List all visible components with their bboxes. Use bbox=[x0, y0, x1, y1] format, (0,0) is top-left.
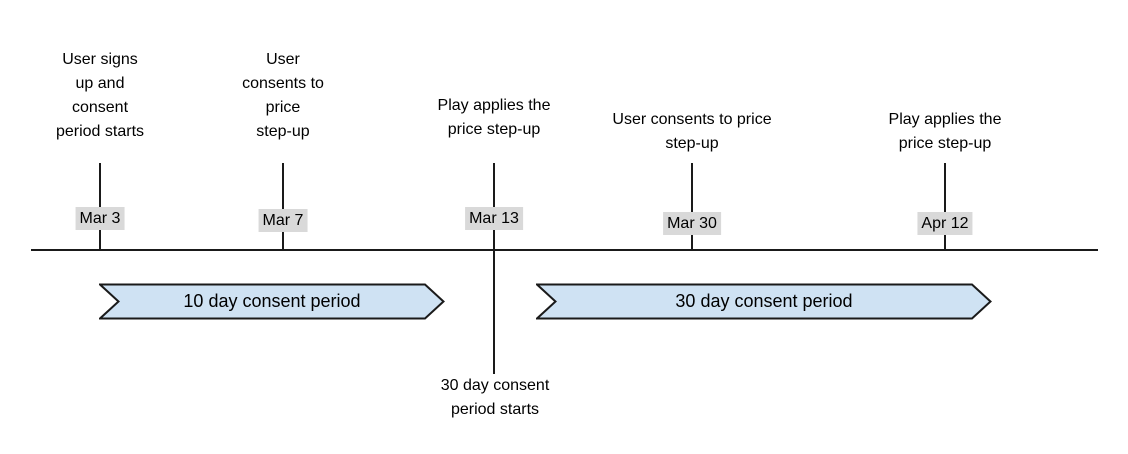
event-date-label: Apr 12 bbox=[917, 212, 973, 235]
annotation-line: 30 day consent bbox=[440, 377, 550, 394]
consent-period-banner-30-day bbox=[536, 283, 992, 320]
event-description-line: consents to bbox=[242, 75, 324, 92]
consent-start-annotation: 30 day consent period starts bbox=[441, 374, 550, 422]
timeline-axis bbox=[31, 249, 1098, 251]
event-date-label: Mar 13 bbox=[465, 207, 523, 230]
event-description-line: period starts bbox=[55, 123, 145, 140]
event-tick-line bbox=[282, 163, 284, 250]
event-description-line: step-up bbox=[665, 135, 719, 152]
event-description-line: price step-up bbox=[898, 135, 992, 152]
event-date-label: Mar 7 bbox=[258, 209, 308, 232]
event-description: Play applies the price step-up bbox=[889, 108, 1002, 156]
event-description-line: consent bbox=[71, 99, 129, 116]
event-description-line: Play applies the bbox=[888, 111, 1002, 128]
banner-arrow-shape bbox=[99, 283, 445, 320]
event-description: User consents to price step-up bbox=[612, 108, 771, 156]
event-description-line: price step-up bbox=[447, 121, 541, 138]
banner-label-30-day: 30 day consent period bbox=[675, 291, 853, 311]
event-tick-line bbox=[493, 163, 495, 250]
event-description: User consents to price step-up bbox=[242, 48, 324, 144]
event-tick-line bbox=[99, 163, 101, 250]
event-description-line: price bbox=[265, 99, 301, 116]
event-description-line: User bbox=[266, 51, 300, 68]
event-description-line: step-up bbox=[256, 123, 310, 140]
event-description: User signs up and consent period starts bbox=[56, 48, 144, 144]
event-description-line: Play applies the bbox=[437, 97, 551, 114]
event-description: Play applies the price step-up bbox=[438, 94, 551, 142]
event-date-label: Mar 3 bbox=[75, 207, 125, 230]
event-description-line: User consents to price bbox=[612, 111, 772, 128]
annotation-line: period starts bbox=[450, 401, 540, 418]
event-description-line: User signs bbox=[62, 51, 138, 68]
consent-start-tick-line bbox=[493, 251, 495, 374]
event-description-line: up and bbox=[75, 75, 125, 92]
consent-period-banner-10-day bbox=[99, 283, 445, 320]
event-tick-line bbox=[691, 163, 693, 250]
banner-label-10-day: 10 day consent period bbox=[183, 291, 361, 311]
banner-arrow-shape bbox=[536, 283, 992, 320]
event-tick-line bbox=[944, 163, 946, 250]
event-date-label: Mar 30 bbox=[663, 212, 721, 235]
